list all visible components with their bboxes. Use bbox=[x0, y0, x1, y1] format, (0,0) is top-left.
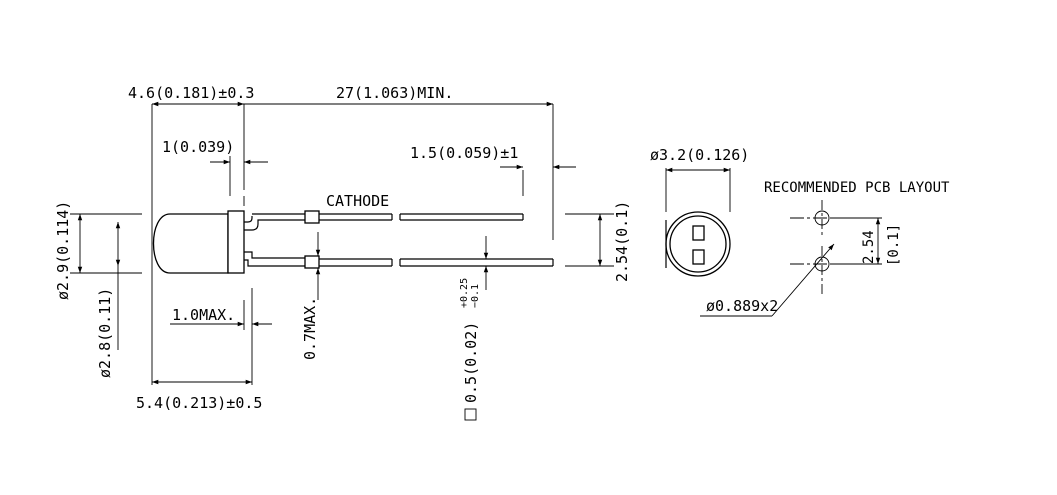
lead-top bbox=[244, 210, 524, 231]
side-view: 4.6(0.181)±0.3 27(1.063)MIN. 1(0.039) 1.… bbox=[54, 84, 631, 421]
dim-lead-end: 1.5(0.059)±1 bbox=[410, 144, 518, 162]
led-lens bbox=[152, 213, 229, 274]
pcb-layout-title: RECOMMENDED PCB LAYOUT bbox=[764, 180, 950, 196]
dim-flange-diameter: ø3.2(0.126) bbox=[650, 146, 749, 164]
hole-leader bbox=[771, 243, 835, 317]
pcb-layout: RECOMMENDED PCB LAYOUT 2.54 [0.1] ø0.889… bbox=[700, 180, 950, 317]
lead-section-top bbox=[692, 225, 705, 241]
dim-standoff: 1.0MAX. bbox=[172, 306, 235, 324]
dim-lens-diameter: ø2.8(0.11) bbox=[96, 288, 114, 378]
dim-lead-length: 27(1.063)MIN. bbox=[336, 84, 453, 102]
top-view: ø3.2(0.126) bbox=[650, 146, 749, 277]
dim-pcb-pitch-mm: 2.54 bbox=[861, 230, 877, 264]
cathode-label: CATHODE bbox=[326, 192, 389, 210]
dim-pcb-pitch-in: [0.1] bbox=[886, 224, 902, 266]
svg-text:−0.1: −0.1 bbox=[470, 284, 481, 308]
led-flange bbox=[227, 210, 245, 274]
dim-flange-thickness: 1(0.039) bbox=[162, 138, 234, 156]
lead-bottom bbox=[244, 251, 554, 269]
svg-text:+0.25: +0.25 bbox=[459, 278, 470, 308]
pcb-hole-2 bbox=[814, 256, 830, 272]
dim-total-length: 5.4(0.213)±0.5 bbox=[136, 394, 262, 412]
dim-body-diameter: ø2.9(0.114) bbox=[54, 201, 72, 300]
dim-bump: 0.7MAX. bbox=[301, 297, 319, 360]
dim-head-length: 4.6(0.181)±0.3 bbox=[128, 84, 254, 102]
extension-lines bbox=[70, 104, 614, 385]
lead-section-bottom bbox=[692, 249, 705, 265]
svg-text:0.5(0.02): 0.5(0.02) bbox=[462, 322, 480, 403]
dim-hole-diameter: ø0.889x2 bbox=[706, 297, 778, 315]
pcb-hole-1 bbox=[814, 210, 830, 226]
lens-outline bbox=[669, 215, 727, 273]
dim-lead-square: 0.5(0.02) +0.25 −0.1 bbox=[459, 278, 481, 421]
dim-lead-pitch: 2.54(0.1) bbox=[613, 201, 631, 282]
